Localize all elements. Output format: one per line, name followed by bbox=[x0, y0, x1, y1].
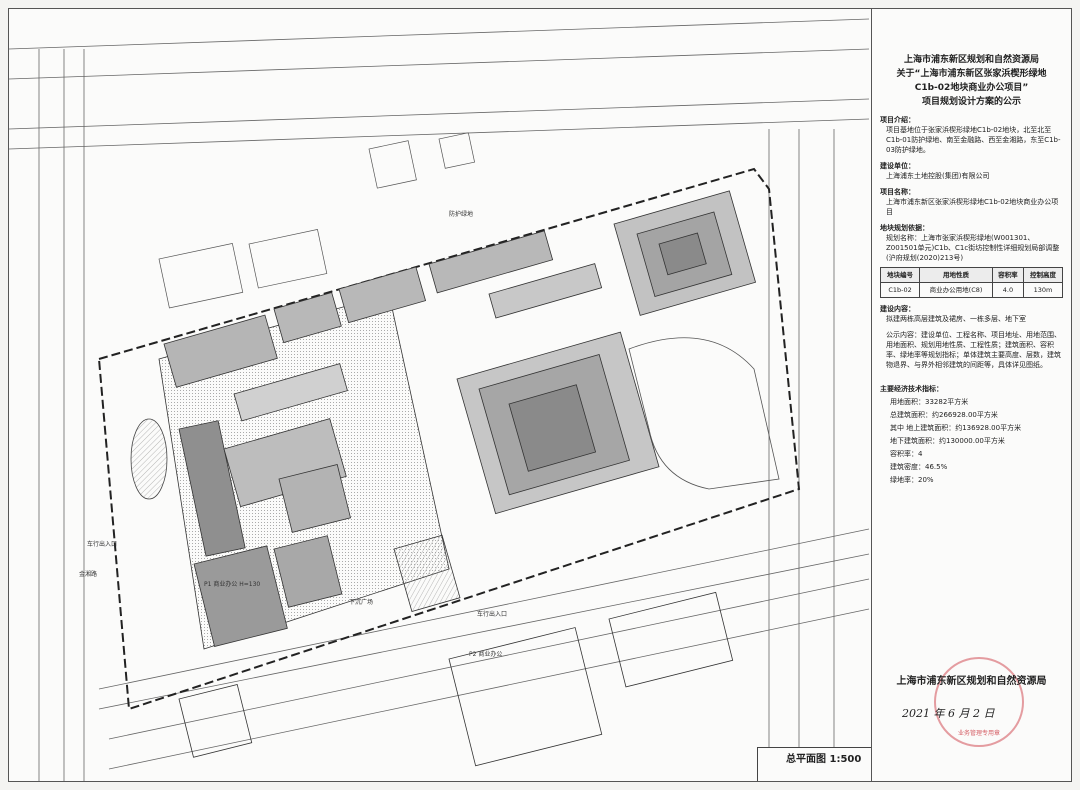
notice-section: 公示内容：建设单位、工程名称、项目地址、用地范围、用地面积、规划用地性质、工程性… bbox=[880, 330, 1063, 370]
eco-row: 总建筑面积：约266928.00平方米 bbox=[890, 411, 998, 419]
intro-section: 项目介绍： 项目基地位于张家浜楔形绿地C1b-02地块，北至北至C1b-01防护… bbox=[880, 115, 1063, 155]
eco-row: 建筑密度：46.5% bbox=[890, 463, 948, 471]
table-row: C1b-02 商业办公用地(C8) 4.0 130m bbox=[879, 282, 1064, 298]
west-oval bbox=[130, 418, 168, 500]
scale-box: 总平面图 1:500 bbox=[757, 747, 871, 781]
intro-label: 项目介绍： bbox=[880, 116, 915, 124]
north-strip bbox=[273, 230, 603, 344]
plot-table: 地块编号 用地性质 容积率 控制高度 C1b-02 商业办公用地(C8) 4.0… bbox=[879, 267, 1064, 298]
east-green bbox=[628, 337, 780, 490]
content-label: 建设内容： bbox=[880, 305, 915, 313]
label-entry-1: 车行出入口 bbox=[87, 541, 118, 548]
content-text: 拟建两栋高层建筑及裙房、一栋多层、地下室 bbox=[886, 315, 1026, 323]
table-cell: C1b-02 bbox=[879, 282, 921, 298]
plan-sheet: 金湘路 车行出入口 车行出入口 下沉广场 P1 商业办公 H=130 P2 商业… bbox=[8, 8, 1072, 782]
label-green: 防护绿地 bbox=[449, 211, 474, 218]
table-header-row: 地块编号 用地性质 容积率 控制高度 bbox=[879, 267, 1064, 283]
eco-row: 绿地率：20% bbox=[890, 476, 934, 484]
notice-panel: 上海市浦东新区规划和自然资源局 关于“上海市浦东新区张家浜楔形绿地 C1b-02… bbox=[871, 9, 1071, 781]
basis-section: 地块规划依据： 规划名称：上海市张家浜楔形绿地(W001301、Z001501单… bbox=[880, 223, 1063, 263]
site-boundary bbox=[97, 167, 801, 711]
label-plaza: 下沉广场 bbox=[349, 599, 374, 606]
stamp-text: 业务管理专用章 bbox=[957, 730, 1000, 737]
label-road-west: 金湘路 bbox=[79, 571, 98, 578]
unit-text: 上海浦东土地控股(集团)有限公司 bbox=[886, 172, 990, 180]
intro-text: 项目基地位于张家浜楔形绿地C1b-02地块，北至北至C1b-01防护绿地、南至金… bbox=[886, 126, 1061, 154]
label-building-p2: P2 商业办公 bbox=[469, 651, 503, 658]
eco-row: 其中 地上建筑面积：约136928.00平方米 bbox=[890, 424, 1022, 432]
roads bbox=[9, 18, 870, 781]
site-plan: 金湘路 车行出入口 车行出入口 下沉广场 P1 商业办公 H=130 P2 商业… bbox=[9, 9, 871, 781]
title-line-4: 项目规划设计方案的公示 bbox=[921, 97, 1021, 107]
table-header: 容积率 bbox=[991, 267, 1024, 283]
unit-section: 建设单位： 上海浦东土地控股(集团)有限公司 bbox=[880, 161, 1063, 181]
table-cell: 4.0 bbox=[991, 282, 1024, 298]
scale-title: 总平面图 1:500 bbox=[786, 754, 862, 765]
eco-row: 容积率：4 bbox=[890, 450, 923, 458]
east-tower bbox=[456, 331, 660, 515]
basis-text: 规划名称：上海市张家浜楔形绿地(W001301、Z001501单元)C1b、C1… bbox=[886, 234, 1060, 262]
sign-date: 2021 年 6 月 2 日 bbox=[902, 707, 995, 720]
name-section: 项目名称： 上海市浦东新区张家浜楔形绿地C1b-02地块商业办公项目 bbox=[880, 187, 1063, 217]
eco-section: 主要经济技术指标： 用地面积：33282平方米 总建筑面积：约266928.00… bbox=[880, 384, 1063, 485]
eco-row: 地下建筑面积：约130000.00平方米 bbox=[890, 437, 1005, 445]
south-buildings bbox=[178, 591, 734, 767]
title-line-2: 关于“上海市浦东新区张家浜楔形绿地 bbox=[896, 69, 1047, 79]
basis-label: 地块规划依据： bbox=[880, 224, 929, 232]
north-east-tower bbox=[613, 190, 757, 316]
label-building-p1: P1 商业办公 H=130 bbox=[204, 581, 261, 588]
unit-label: 建设单位： bbox=[880, 162, 915, 170]
title-line-3: C1b-02地块商业办公项目” bbox=[914, 83, 1029, 93]
table-header: 地块编号 bbox=[879, 267, 921, 283]
content-section: 建设内容： 拟建两栋高层建筑及裙房、一栋多层、地下室 bbox=[880, 304, 1063, 324]
official-stamp: 业务管理专用章 bbox=[934, 657, 1024, 747]
table-cell: 商业办公用地(C8) bbox=[919, 282, 993, 298]
west-complex bbox=[158, 293, 450, 650]
label-entry-2: 车行出入口 bbox=[477, 611, 508, 618]
notice-title: 上海市浦东新区规划和自然资源局 关于“上海市浦东新区张家浜楔形绿地 C1b-02… bbox=[880, 53, 1063, 109]
name-label: 项目名称： bbox=[880, 188, 915, 196]
notice-text: 公示内容：建设单位、工程名称、项目地址、用地范围、用地面积、规划用地性质、工程性… bbox=[886, 331, 1061, 369]
sunken-plaza bbox=[393, 534, 461, 612]
table-cell: 130m bbox=[1022, 282, 1064, 298]
eco-row: 用地面积：33282平方米 bbox=[890, 398, 969, 406]
table-header: 用地性质 bbox=[919, 267, 993, 283]
eco-label: 主要经济技术指标： bbox=[880, 385, 943, 393]
title-line-1: 上海市浦东新区规划和自然资源局 bbox=[903, 55, 1039, 65]
table-header: 控制高度 bbox=[1022, 267, 1064, 283]
north-blocks bbox=[158, 132, 475, 309]
site-plan-drawing bbox=[9, 18, 870, 781]
name-text: 上海市浦东新区张家浜楔形绿地C1b-02地块商业办公项目 bbox=[886, 198, 1059, 216]
agency-name: 上海市浦东新区规划和自然资源局 bbox=[896, 676, 1047, 687]
